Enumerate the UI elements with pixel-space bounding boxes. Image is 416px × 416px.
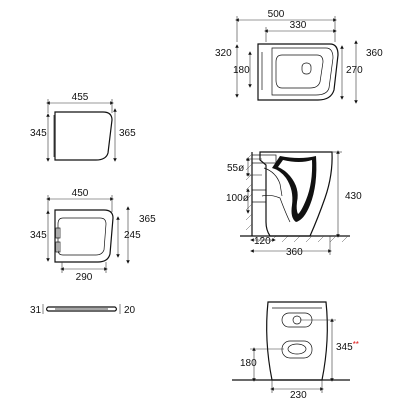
wall-hatch xyxy=(245,153,253,231)
dim-seat-365: 365 xyxy=(119,128,136,139)
dim-top-500: 500 xyxy=(268,9,285,20)
dim-rear-230: 230 xyxy=(290,390,307,401)
dim-top-180: 180 xyxy=(233,65,250,76)
dim-rear-180: 180 xyxy=(240,358,257,369)
dim-sec-100: 100ø xyxy=(226,193,249,204)
bowl-section-view: 55ø 100ø 430 120 360 xyxy=(226,150,362,258)
dim-top-320: 320 xyxy=(215,48,232,59)
dim-sec-430: 430 xyxy=(345,191,362,202)
dim-rear-mark: ** xyxy=(353,340,359,349)
dim-seat2-365: 365 xyxy=(139,214,156,225)
dim-sec-360: 360 xyxy=(286,247,303,258)
dim-rear-345: 345** xyxy=(336,340,359,353)
dim-seat2-345: 345 xyxy=(30,230,47,241)
dim-seat2-450: 450 xyxy=(72,188,89,199)
dim-sec-120: 120 xyxy=(254,236,271,247)
dim-side-20: 20 xyxy=(124,305,136,316)
dim-top-360: 360 xyxy=(366,48,383,59)
dim-side-31: 31 xyxy=(30,305,42,316)
seat-top-view: 455 345 365 xyxy=(30,92,136,162)
dim-seat-455: 455 xyxy=(72,92,89,103)
dim-seat2-245: 245 xyxy=(124,230,141,241)
dim-seat-345: 345 xyxy=(30,128,47,139)
dim-seat2-290: 290 xyxy=(76,272,93,283)
seat-side-view: 31 20 xyxy=(30,304,136,316)
bowl-rear-view: 180 345** 230 xyxy=(232,301,359,401)
seat-bottom-view: 450 345 365 245 290 xyxy=(30,188,156,283)
dim-top-330: 330 xyxy=(290,20,307,31)
dim-top-270: 270 xyxy=(346,65,363,76)
dim-sec-55: 55ø xyxy=(227,163,244,174)
bowl-top-view: 500 330 320 180 360 270 xyxy=(215,9,383,104)
floor-hatch xyxy=(257,235,349,243)
